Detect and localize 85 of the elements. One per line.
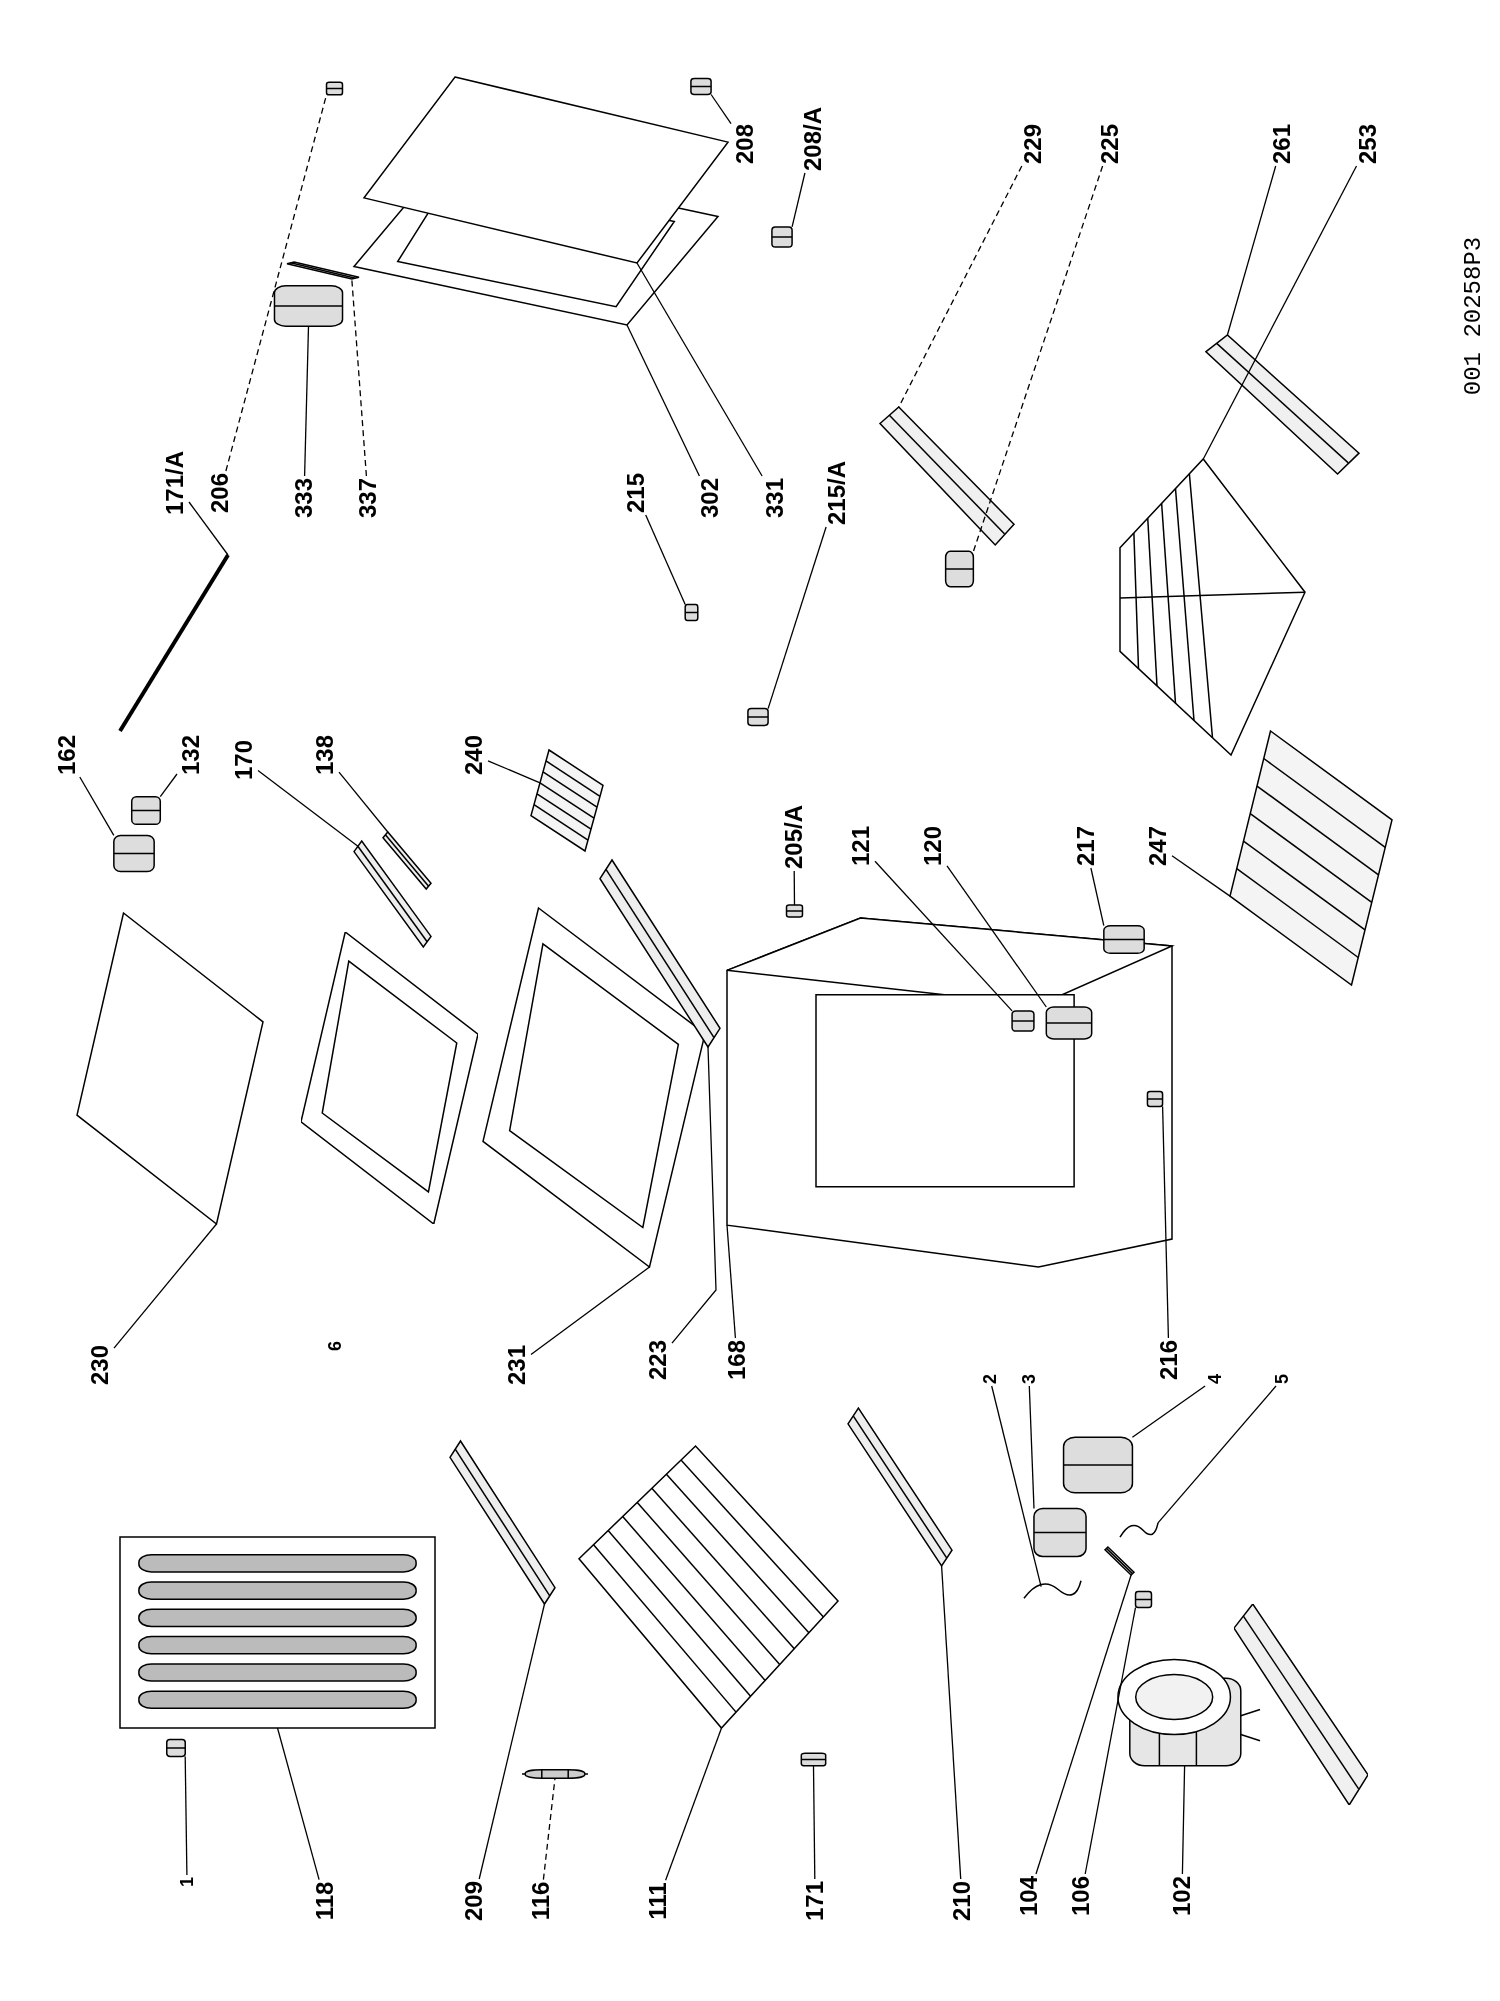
leader-line — [530, 1266, 651, 1356]
leader-line — [1181, 1765, 1186, 1875]
leader-line — [1090, 867, 1105, 927]
callout-number: 240 — [462, 735, 486, 775]
callout-number: 171/A — [163, 451, 187, 515]
leader-line — [626, 324, 701, 477]
callout-number: 205/A — [782, 805, 806, 869]
callout-number: 106 — [1069, 1876, 1093, 1916]
callout-number: 116 — [529, 1881, 553, 1921]
callout-number: 104 — [1017, 1876, 1041, 1916]
callout-number: 208 — [733, 124, 757, 164]
leader-line — [79, 776, 115, 837]
leader-line — [793, 870, 796, 906]
leader-line — [812, 1765, 816, 1880]
callout-number: 223 — [646, 1340, 670, 1380]
leader-line — [636, 262, 763, 477]
callout-number: 229 — [1021, 124, 1045, 164]
callout-number: 5 — [1273, 1374, 1291, 1384]
leader-line — [338, 771, 389, 833]
callout-number: 302 — [698, 478, 722, 518]
callout-number: 168 — [725, 1340, 749, 1380]
callout-number: 170 — [232, 740, 256, 780]
leader-line — [542, 1777, 556, 1881]
leader-line — [991, 1385, 1042, 1588]
leader-line — [276, 1727, 320, 1881]
callout-number: 121 — [849, 826, 873, 866]
callout-number: 4 — [1206, 1374, 1224, 1384]
callout-number: 217 — [1074, 826, 1098, 866]
callout-number: 6 — [326, 1341, 344, 1351]
leader-line — [645, 514, 686, 606]
leader-line — [1131, 1385, 1206, 1438]
callout-number: 333 — [292, 478, 316, 518]
callout-number: 132 — [179, 735, 203, 775]
callout-number: 208/A — [801, 107, 825, 171]
callout-number: 247 — [1146, 826, 1170, 866]
leader-line — [898, 165, 1023, 408]
leader-line — [303, 325, 310, 477]
leader-line — [159, 773, 178, 798]
callout-number: 171 — [803, 1881, 827, 1921]
leader-line — [1084, 1606, 1137, 1875]
leader-line — [710, 93, 732, 125]
leader-line — [1202, 165, 1358, 460]
leader-line — [1035, 1574, 1132, 1875]
leader-line — [113, 1223, 218, 1349]
callout-number: 331 — [763, 478, 787, 518]
leader-line — [972, 165, 1104, 553]
callout-number: 111 — [646, 1882, 670, 1920]
callout-number: 225 — [1098, 124, 1122, 164]
callout-number: 216 — [1157, 1340, 1181, 1380]
callout-number: 138 — [313, 735, 337, 775]
callout-number: 253 — [1356, 124, 1380, 164]
callout-number: 215 — [624, 473, 648, 513]
callout-number: 102 — [1170, 1876, 1194, 1916]
leader-line — [188, 501, 229, 556]
callout-number: 210 — [950, 1881, 974, 1921]
leader-line — [1226, 165, 1277, 336]
callout-number: 261 — [1270, 124, 1294, 164]
leader-line — [940, 1565, 962, 1880]
callout-number: 3 — [1020, 1374, 1038, 1384]
leader-line — [767, 526, 827, 710]
leader-line — [664, 1727, 723, 1881]
leader-line — [1171, 855, 1231, 897]
leader-line — [874, 860, 1013, 1012]
leader-line — [257, 769, 359, 847]
callout-number: 206 — [208, 473, 232, 513]
leader-line — [1028, 1385, 1035, 1510]
drawing-number: 001 20258P3 — [1462, 236, 1486, 396]
leader-line — [478, 1603, 546, 1880]
callout-number: 337 — [356, 478, 380, 518]
leader-line — [791, 172, 806, 228]
leader-line — [726, 1224, 737, 1339]
callout-number: 209 — [462, 1881, 486, 1921]
leader-line — [184, 1755, 188, 1876]
leader-line — [487, 760, 541, 784]
leader-line — [1161, 1105, 1170, 1339]
callout-number: 2 — [981, 1374, 999, 1384]
callout-number: 1 — [178, 1877, 196, 1887]
callout-number: 231 — [505, 1345, 529, 1385]
callout-number: 162 — [55, 735, 79, 775]
callout-number: 215/A — [825, 461, 849, 525]
leader-line — [1157, 1385, 1277, 1524]
callout-number: 120 — [921, 826, 945, 866]
callout-number: 118 — [313, 1881, 337, 1921]
callout-number: 230 — [88, 1345, 112, 1385]
leader-line — [946, 865, 1047, 1008]
